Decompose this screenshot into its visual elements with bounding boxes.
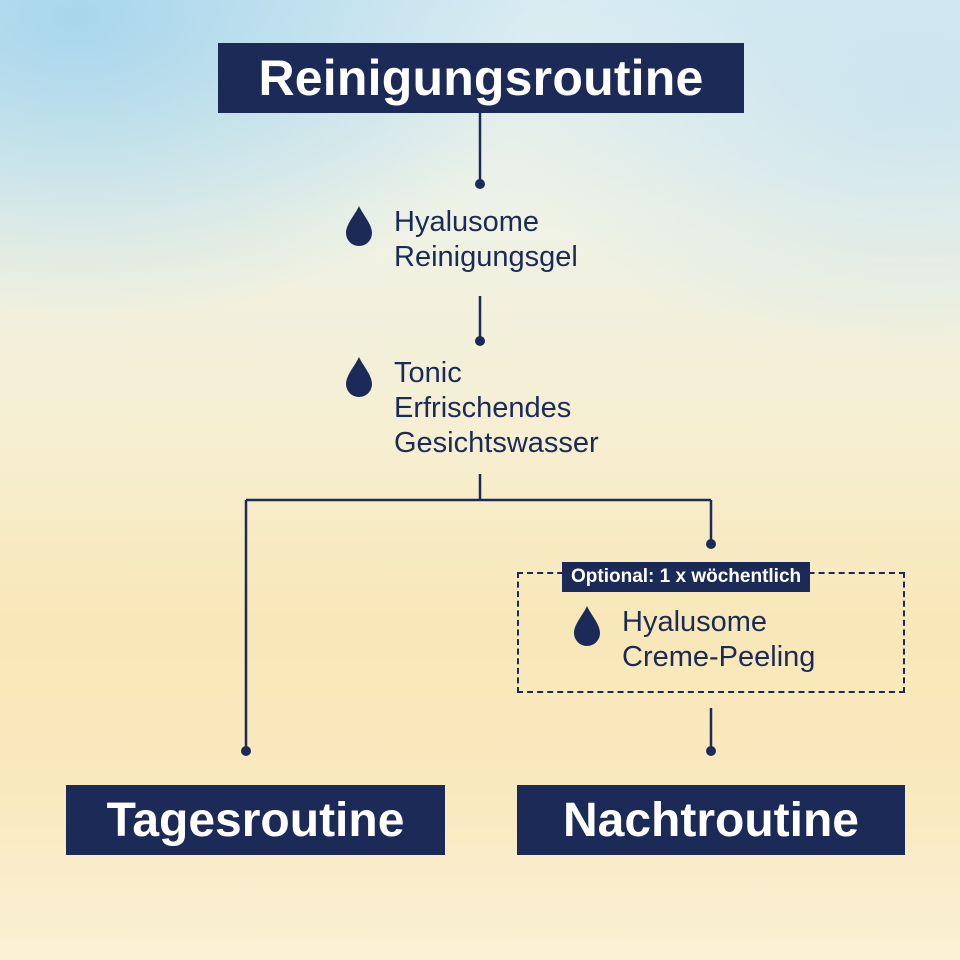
connector-dot: [241, 746, 251, 756]
step-line: Reinigungsgel: [394, 241, 578, 273]
optional-badge: Optional: 1 x wöchentlich: [562, 562, 811, 592]
step-line: Creme-Peeling: [622, 641, 816, 673]
drop-icon: [346, 206, 372, 246]
connector-dot: [706, 539, 716, 549]
step-line: Gesichtswasser: [394, 427, 599, 459]
step-tonic: Tonic Erfrischendes Gesichtswasser: [344, 356, 599, 461]
connector-dot: [706, 746, 716, 756]
connector-dot: [475, 179, 485, 189]
title-night-routine: Nachtroutine: [517, 785, 905, 855]
step-label: Hyalusome Creme-Peeling: [622, 605, 815, 675]
step-line: Hyalusome: [394, 206, 540, 238]
step-label: Tonic Erfrischendes Gesichtswasser: [394, 356, 599, 461]
title-cleansing-routine: Reinigungsroutine: [218, 43, 744, 113]
connector-dot: [475, 336, 485, 346]
step-line: Erfrischendes: [394, 392, 572, 424]
step-cleansing-gel: Hyalusome Reinigungsgel: [344, 205, 578, 275]
step-line: Tonic: [394, 357, 462, 389]
drop-icon: [574, 606, 600, 646]
step-line: Hyalusome: [622, 606, 768, 638]
step-creme-peeling: Hyalusome Creme-Peeling: [572, 605, 815, 675]
title-day-routine: Tagesroutine: [66, 785, 445, 855]
step-label: Hyalusome Reinigungsgel: [394, 205, 578, 275]
drop-icon: [346, 357, 372, 397]
